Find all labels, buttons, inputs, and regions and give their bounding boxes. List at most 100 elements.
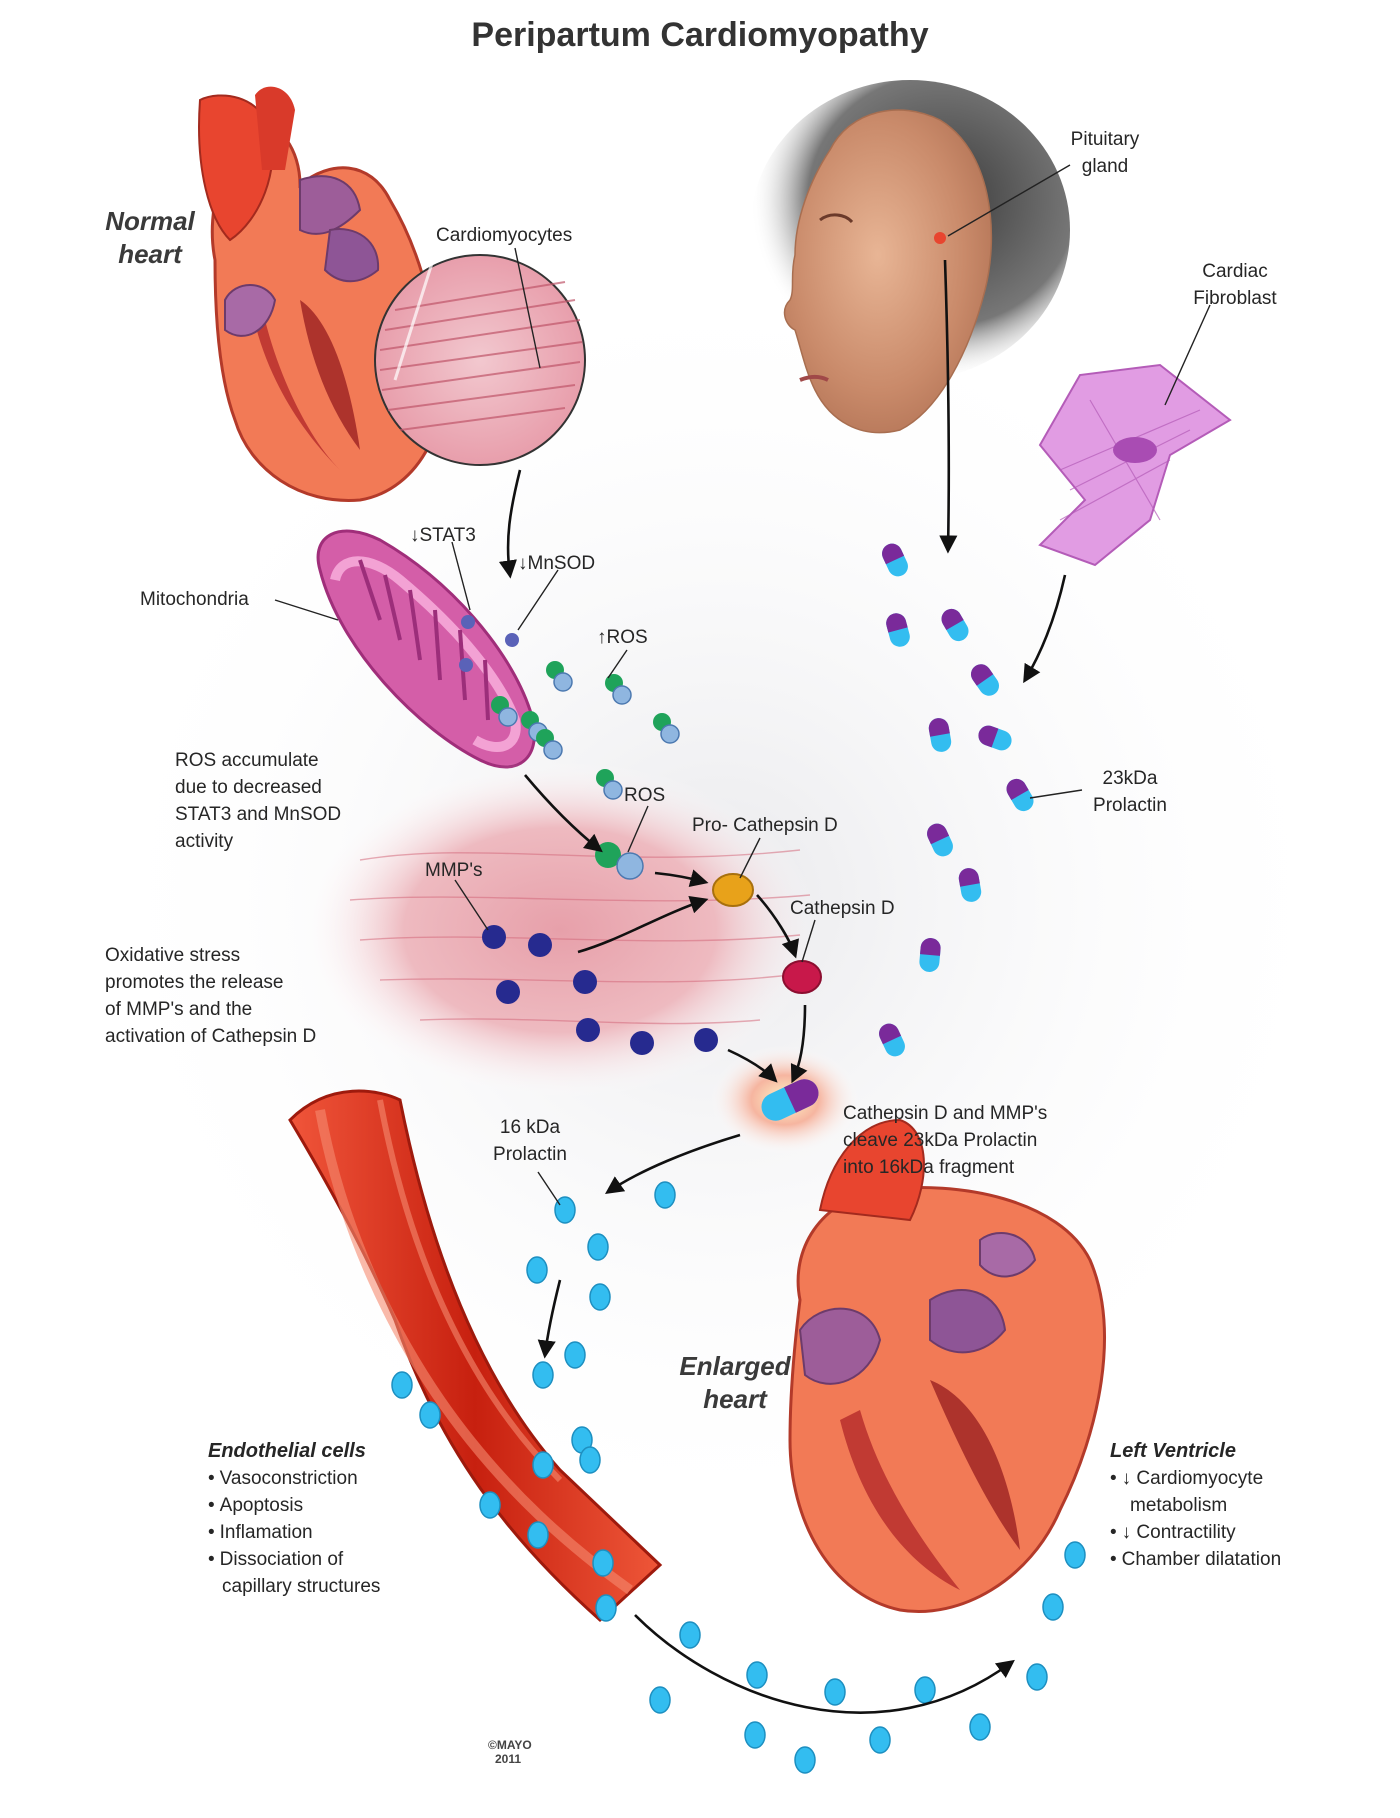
process-arrow: [634, 1614, 1015, 1714]
process-arrow: [604, 1133, 741, 1195]
leader-lines-layer: [274, 164, 1211, 1206]
label-leader-line: [1164, 304, 1211, 406]
cathepsin-d-molecule: [782, 960, 822, 994]
prolactin-23kda-capsule: [941, 608, 969, 642]
mmp-molecule: [496, 980, 520, 1004]
left-ventricle-item: ↓ Contractility: [1110, 1519, 1281, 1546]
label-ros-note: ROS accumulate due to decreased STAT3 an…: [175, 750, 342, 852]
prolactin-16kda-fragment: [969, 1713, 991, 1741]
prolactin-23kda-capsule: [1006, 778, 1034, 812]
label-leader-line: [454, 879, 489, 931]
mitochondrion-illustration: [316, 529, 536, 769]
prolactin-23kda-capsule: [978, 725, 1012, 751]
prolactin-23kda-capsule: [928, 718, 952, 752]
endothelial-cells-list: Endothelial cells Vasoconstriction Apopt…: [208, 1437, 380, 1600]
prolactin-16kda-fragment: [914, 1676, 936, 1704]
prolactin-23kda-capsule: [882, 543, 908, 577]
capsule-purple-half: [927, 823, 950, 845]
endothelial-item: Dissociation of: [208, 1546, 380, 1573]
ros-molecule-blue: [603, 780, 623, 800]
prolactin-16kda-fragment: [532, 1451, 554, 1479]
prolactin-16kda-fragment: [419, 1401, 441, 1429]
prolactin-16kda-fragment: [1064, 1541, 1086, 1569]
prolactin-16kda-fragment: [744, 1721, 766, 1749]
prolactin-16kda-fragment: [592, 1549, 614, 1577]
endothelial-item-continuation: capillary structures: [222, 1576, 381, 1597]
mmp-molecule: [694, 1028, 718, 1052]
myocardial-tissue-region: [300, 760, 820, 1100]
label-leader-line: [1029, 789, 1083, 799]
prolactin-23kda-capsule: [927, 823, 953, 857]
stat3-mnsod-molecule: [505, 633, 519, 647]
label-mitochondria: Mitochondria: [140, 589, 249, 610]
capsule-purple-half: [784, 1079, 819, 1113]
capsule-purple-half: [928, 718, 950, 737]
label-leader-line: [537, 1171, 561, 1206]
prolactin-16kda-fragment: [587, 1233, 609, 1261]
label-leader-line: [607, 649, 628, 679]
cardiac-fibroblast-illustration: [1038, 363, 1232, 567]
label-mnsod: ↓MnSOD: [518, 553, 596, 574]
process-arrow: [537, 1279, 562, 1359]
ros-molecule-blue: [660, 724, 680, 744]
prolactin-16kda-fragment: [869, 1726, 891, 1754]
process-arrow: [756, 894, 800, 959]
ros-molecule-blue: [498, 707, 518, 727]
process-arrow: [498, 469, 522, 579]
left-ventricle-heading: Left Ventricle: [1110, 1440, 1236, 1462]
prolactin-23kda-capsule: [970, 664, 1000, 696]
capsule-purple-half: [886, 613, 908, 633]
label-leader-line: [451, 541, 471, 611]
prolactin-16kda-fragment: [1042, 1593, 1064, 1621]
pro-cathepsin-d-molecule: [712, 873, 754, 907]
left-ventricle-item: ↓ Cardiomyocyte: [1110, 1465, 1281, 1492]
mmp-molecule: [528, 933, 552, 957]
prolactin-23kda-capsule: [958, 868, 982, 902]
process-arrow: [939, 259, 958, 554]
prolactin-16kda-fragment: [532, 1361, 554, 1389]
ros-molecule-blue: [616, 852, 644, 880]
capsule-purple-half: [958, 868, 980, 887]
stat3-mnsod-molecule: [459, 658, 473, 672]
label-leader-line: [517, 569, 559, 631]
label-leader-line: [627, 805, 649, 853]
prolactin-16kda-fragment: [595, 1594, 617, 1622]
prolactin-16kda-fragment: [479, 1491, 501, 1519]
label-cardiomyocytes: Cardiomyocytes: [436, 225, 573, 246]
capsule-purple-half: [882, 543, 905, 565]
prolactin-16kda-fragment: [679, 1621, 701, 1649]
prolactin-16kda-fragment: [564, 1341, 586, 1369]
label-leader-line: [274, 599, 339, 621]
cardiomyocytes-magnified-circle: [374, 254, 586, 466]
left-ventricle-item: Chamber dilatation: [1110, 1546, 1281, 1573]
process-arrow: [577, 895, 709, 954]
label-leader-line: [801, 919, 816, 963]
endothelial-heading: Endothelial cells: [208, 1440, 366, 1462]
woman-head-illustration: [750, 80, 1070, 434]
prolactin-16kda-fragment: [1026, 1663, 1048, 1691]
endothelial-item: Inflamation: [208, 1519, 380, 1546]
label-oxidative-note: Oxidative stress promotes the release of…: [105, 945, 317, 1047]
prolactin-23kda-cleaving: [761, 1079, 819, 1121]
process-arrow: [1023, 574, 1067, 684]
stat3-mnsod-molecule: [461, 615, 475, 629]
label-cardiac-fibroblast: Cardiac Fibroblast: [1193, 261, 1277, 309]
prolactin-16kda-fragment: [589, 1283, 611, 1311]
copyright-credit: ©MAYO 2011: [488, 1738, 532, 1766]
prolactin-16kda-fragment: [527, 1521, 549, 1549]
label-pituitary-gland: Pituitary gland: [1070, 129, 1140, 177]
label-leader-line: [739, 837, 761, 879]
label-stat3: ↓STAT3: [410, 525, 476, 546]
capsule-purple-half: [879, 1023, 902, 1045]
arrows-layer: [498, 259, 1067, 1714]
mmp-molecule: [576, 1018, 600, 1042]
process-arrow: [790, 1004, 808, 1084]
label-leader-line: [514, 247, 541, 369]
label-ros-increase: ↑ROS: [597, 627, 648, 648]
prolactin-16kda-fragment: [391, 1371, 413, 1399]
left-ventricle-list: Left Ventricle ↓ Cardiomyocyte metabolis…: [1110, 1437, 1281, 1573]
process-arrow: [524, 774, 603, 853]
capsule-purple-half: [920, 938, 941, 956]
mmp-molecule: [482, 925, 506, 949]
